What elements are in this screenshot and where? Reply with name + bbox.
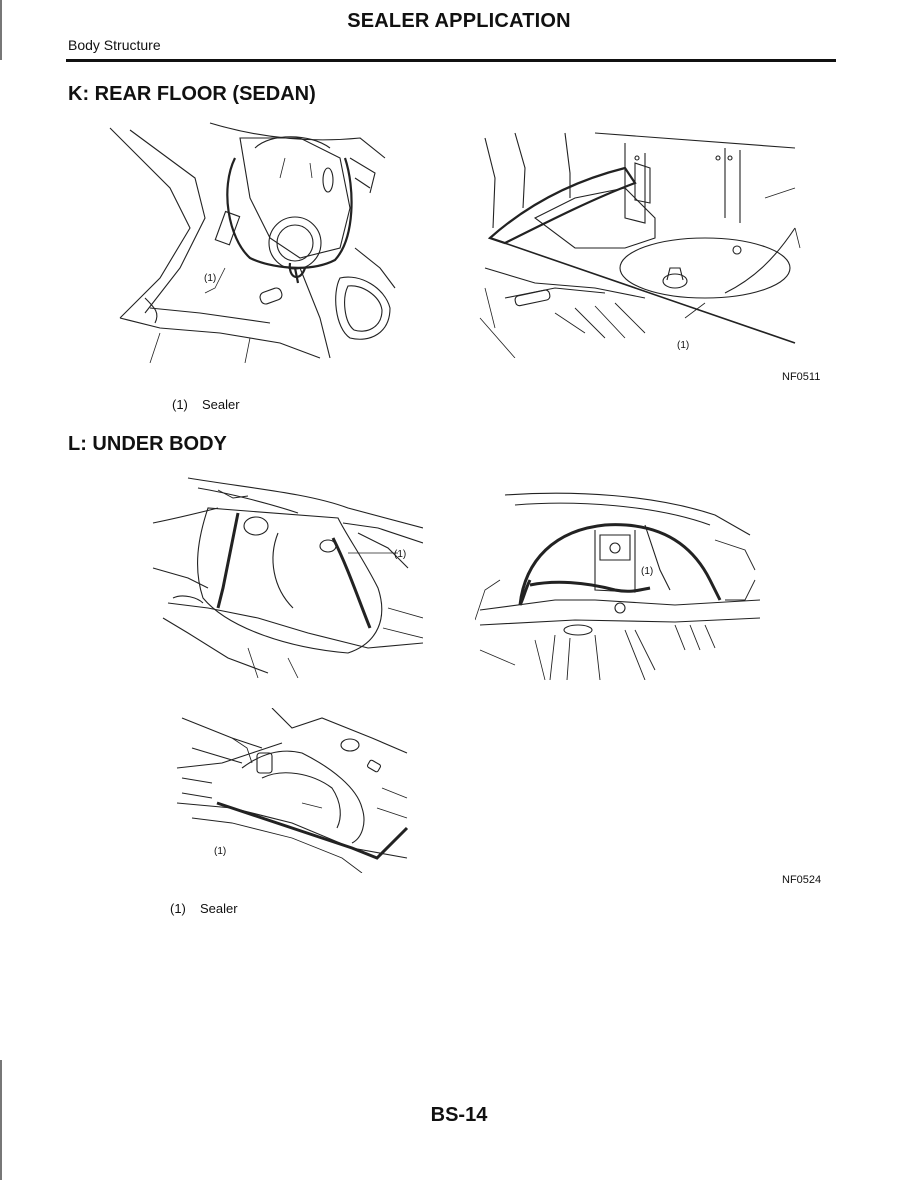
section-label: Body Structure <box>68 37 161 53</box>
under-body-figure-2: (1) <box>475 490 760 680</box>
under-body-figure-1: (1) <box>148 468 423 678</box>
legend-label: Sealer <box>202 397 240 412</box>
under-body-figure-3: (1) <box>172 708 412 873</box>
callout-sealer-4: (1) <box>641 566 654 577</box>
figure-code: NF0511 <box>782 371 821 383</box>
legend-number-2: (1) <box>170 901 186 916</box>
figure-code-2: NF0524 <box>782 874 822 886</box>
header-rule <box>66 59 836 62</box>
callout-sealer-3: (1) <box>394 549 407 560</box>
scan-edge-mark <box>0 0 2 60</box>
scan-edge-mark-2 <box>0 1060 2 1180</box>
section-k-heading: K: REAR FLOOR (SEDAN) <box>68 83 316 105</box>
legend-item-2: (1) Sealer <box>170 901 238 916</box>
callout-sealer: (1) <box>204 273 217 284</box>
rear-floor-right-figure: (1) <box>475 128 805 358</box>
legend-label-2: Sealer <box>200 901 238 916</box>
section-l-heading: L: UNDER BODY <box>68 433 227 455</box>
legend-number: (1) <box>172 397 188 412</box>
callout-sealer-5: (1) <box>214 846 227 857</box>
rear-floor-left-figure: (1) <box>100 118 400 363</box>
page-title: SEALER APPLICATION <box>347 10 571 32</box>
page-number: BS-14 <box>430 1104 488 1126</box>
callout-sealer-2: (1) <box>677 340 690 351</box>
legend-item: (1) Sealer <box>172 397 240 412</box>
